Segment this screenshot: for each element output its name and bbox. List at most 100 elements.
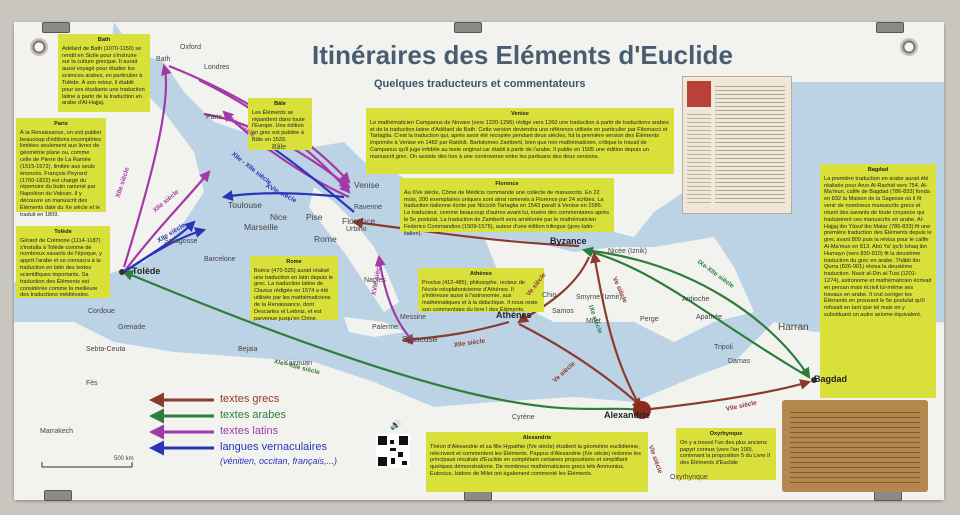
city-venise: Venise	[354, 180, 380, 190]
box-tolede: Tolède Gérard de Crémone (1114-1187) s'i…	[16, 226, 110, 298]
box-paris: Paris À la Renaissance, on voit publier …	[16, 118, 106, 218]
box-oxyrhynque: Oxyrhynque On y a trouvé l'un des plus a…	[676, 428, 776, 480]
audio-icon: 🔊	[390, 420, 402, 430]
city-samos: Samos	[552, 308, 574, 315]
city-smyrne: Smyrne (Izmir)	[576, 294, 622, 301]
city-urbino: Urbino	[346, 226, 367, 233]
box-alexandrie-title: Alexandrie	[522, 435, 552, 441]
box-tolede-text: Gérard de Crémone (1114-1187) s'installa…	[20, 237, 102, 299]
grommet-top-left	[30, 38, 48, 56]
city-messine: Messine	[400, 314, 427, 321]
city-saragosse: Saragosse	[164, 238, 198, 245]
city-pise: Pise	[306, 212, 323, 222]
manuscript-margin-lines	[687, 111, 711, 205]
legend-arabes: textes arabes	[220, 409, 287, 421]
papyrus-image	[782, 400, 928, 492]
alexandrie-marker	[633, 401, 651, 419]
box-venise: Venise Le mathématicien Campanus de Nova…	[366, 108, 674, 174]
city-alexandrie: Alexandrie	[604, 410, 651, 420]
qr-code[interactable]	[376, 434, 410, 468]
city-bale: Bâle	[272, 144, 287, 151]
land-italy	[309, 187, 399, 312]
city-naples: Naples	[364, 277, 386, 284]
clip-top-left	[42, 22, 70, 33]
city-ceuta: Sebta-Ceuta	[86, 346, 126, 353]
box-paris-title: Paris	[54, 121, 68, 127]
city-ravenne: Ravenne	[354, 204, 383, 211]
city-grenade: Grenade	[118, 324, 146, 331]
box-rome: Rome Boèce (470-525) aurait réalisé une …	[250, 256, 338, 322]
city-bagdad: Bagdad	[814, 374, 848, 384]
box-athenes: Athènes Proclus (412-485), philosophe, r…	[418, 268, 544, 314]
city-cordoue: Cordoue	[88, 308, 115, 315]
box-alexandrie-text: Théon d'Alexandrie et sa fille Hypathie …	[430, 443, 641, 478]
papyrus-text-lines	[790, 408, 920, 484]
city-paris: Paris	[206, 114, 222, 121]
clip-bottom-left	[44, 490, 72, 501]
page-subtitle: Quelques traducteurs et commentateurs	[374, 78, 586, 90]
page-title: Itinéraires des Eléments d'Euclide	[312, 40, 733, 70]
box-paris-text: À la Renaissance, on voit publier beauco…	[20, 129, 102, 218]
city-florence: Florence	[342, 216, 376, 226]
city-bejaia: Bejaia	[238, 346, 258, 353]
box-florence: Florence Au XVe siècle, Côme de Médicis …	[400, 178, 614, 237]
city-nicee: Nicée (Iznik)	[608, 248, 647, 255]
scale-bar	[41, 462, 133, 468]
city-tolede: Tolède	[132, 266, 161, 276]
bagdad-marker	[811, 377, 817, 383]
box-bath: Bath Adélard de Bath (1070-1150) se rend…	[58, 34, 150, 112]
manuscript-image	[682, 76, 792, 214]
city-cyrene: Cyrène	[512, 414, 535, 421]
land-anatolia	[484, 237, 754, 342]
city-syracuse: Syracuse	[402, 334, 438, 344]
city-oxyrhynque: Oxyrhynque	[670, 474, 708, 481]
city-fes: Fès	[86, 380, 98, 387]
land-sicily	[344, 317, 404, 337]
legend-grecs: textes grecs	[220, 393, 280, 405]
clip-top-middle	[454, 22, 482, 33]
box-rome-title: Rome	[286, 259, 302, 265]
box-bath-text: Adélard de Bath (1070-1150) se rendit en…	[62, 45, 145, 107]
city-londres: Londres	[204, 64, 230, 71]
city-bath: Bath	[156, 56, 171, 63]
city-barcelone: Barcelone	[204, 256, 236, 263]
city-toulouse: Toulouse	[228, 200, 263, 210]
box-bagdad-text: La première traduction en arabe aurait é…	[824, 175, 932, 319]
grommet-top-right	[900, 38, 918, 56]
city-damas: Damas	[728, 358, 751, 365]
box-bale-text: Les Éléments se répandent dans toute l'E…	[252, 109, 305, 144]
box-venise-text: Le mathématicien Campanus de Novare (ver…	[370, 119, 669, 160]
city-palerme: Palerme	[372, 324, 399, 331]
city-kairouan: Kairouan	[284, 360, 313, 367]
city-marseille: Marseille	[244, 222, 279, 232]
box-bath-title: Bath	[97, 37, 111, 43]
legend-latins: textes latins	[220, 425, 279, 437]
city-chio: Chio	[542, 292, 557, 299]
legend-vernaculaires: langues vernaculaires	[220, 441, 328, 453]
poster: Itinéraires des Eléments d'Euclide Quelq…	[14, 22, 944, 501]
box-athenes-title: Athènes	[469, 271, 493, 277]
box-oxyrhynque-title: Oxyrhynque	[709, 431, 743, 437]
box-bagdad: Bagdad La première traduction en arabe a…	[820, 164, 936, 398]
city-perge: Perge	[640, 316, 659, 323]
manuscript-text-lines	[715, 83, 785, 205]
box-bagdad-title: Bagdad	[867, 167, 889, 173]
box-bale: Bâle Les Éléments se répandent dans tout…	[248, 98, 312, 150]
box-florence-title: Florence	[495, 181, 519, 187]
scale-label: 500 km	[114, 456, 134, 462]
box-alexandrie: Alexandrie Théon d'Alexandrie et sa fill…	[426, 432, 648, 492]
city-milet: Milet	[586, 318, 601, 325]
city-apamee: Apamée	[696, 314, 723, 321]
box-athenes-text: Proclus (412-485), philosophe, recteur d…	[422, 279, 538, 314]
city-athenes: Athènes	[496, 310, 532, 320]
city-harran: Harran	[778, 322, 809, 333]
tolede-marker	[119, 269, 125, 275]
manuscript-illumination	[687, 81, 711, 107]
clip-top-right	[876, 22, 904, 33]
box-florence-text: Au XVe siècle, Côme de Médicis commande …	[404, 189, 610, 237]
city-oxford: Oxford	[180, 44, 202, 51]
box-oxyrhynque-text: On y a trouvé l'un des plus anciens papy…	[680, 439, 771, 467]
city-byzance: Byzance	[550, 236, 587, 246]
city-antioche: Antioche	[682, 296, 710, 303]
legend-note: (vénitien, occitan, français,...)	[220, 456, 338, 466]
